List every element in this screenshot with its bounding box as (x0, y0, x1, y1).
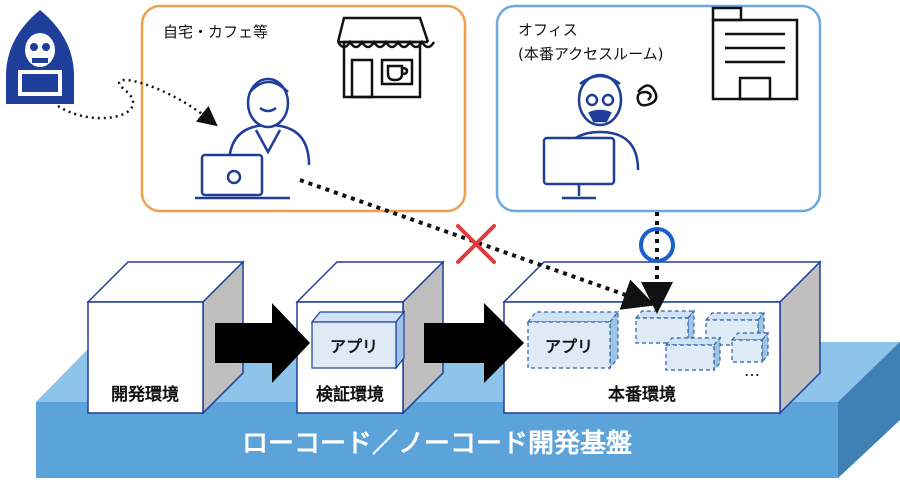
confused-office-worker-icon (542, 73, 658, 200)
hacker-intrusion-path (57, 78, 218, 127)
prod-environment-cube: アプリ … 本番環境 (502, 260, 822, 415)
hacker-icon (6, 10, 74, 104)
prod-environment-label: 本番環境 (608, 384, 676, 405)
flow-arrow-verify-to-prod (424, 303, 524, 383)
office-building-icon (711, 6, 799, 101)
flow-arrow-dev-to-verify (215, 303, 310, 383)
app-label-verify: アプリ (330, 337, 378, 356)
app-block-verify: アプリ (310, 310, 406, 370)
remote-worker-icon (195, 77, 311, 200)
app-block-prod-4 (664, 336, 722, 372)
home-cafe-label: 自宅・カフェ等 (163, 23, 268, 41)
office-label-line1: オフィス (518, 21, 578, 39)
home-cafe-box: 自宅・カフェ等 (140, 4, 467, 213)
platform-front (36, 402, 838, 478)
cafe-icon (336, 16, 436, 99)
office-box: オフィス (本番アクセスルーム) (495, 4, 822, 213)
app-block-prod (526, 310, 620, 370)
access-denied-cross-icon (456, 224, 496, 264)
app-block-prod-5 (730, 331, 770, 364)
verify-environment-cube: アプリ 検証環境 (295, 260, 445, 415)
verify-environment-label: 検証環境 (316, 384, 384, 405)
office-label-line2: (本番アクセスルーム) (518, 45, 664, 63)
more-apps-indicator: … (744, 361, 760, 380)
platform-label: ローコード／ノーコード開発基盤 (242, 429, 633, 459)
dev-environment-label: 開発環境 (111, 384, 179, 405)
app-block-prod-2 (634, 309, 696, 345)
app-label-prod: アプリ (545, 337, 593, 356)
access-allowed-circle-icon (639, 227, 675, 263)
